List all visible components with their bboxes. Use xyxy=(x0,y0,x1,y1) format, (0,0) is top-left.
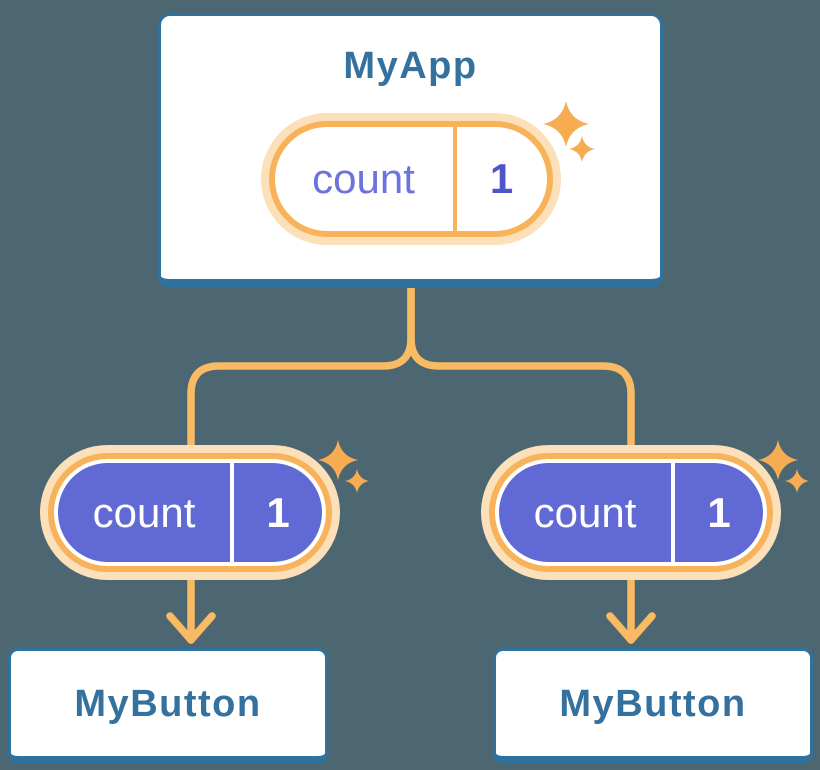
state-value-label: 1 xyxy=(266,488,290,536)
component-card-mybutton-left: MyButton xyxy=(8,648,328,763)
state-pill-divider xyxy=(230,463,234,562)
arrow-down-right-icon xyxy=(606,612,656,644)
state-pill-right-body: count 1 xyxy=(489,453,773,572)
state-pill-root-body: count 1 xyxy=(268,121,553,237)
state-value-label: 1 xyxy=(707,488,731,536)
state-value-label: 1 xyxy=(489,155,514,202)
state-pill-root: count 1 xyxy=(260,113,561,245)
sparkle-icon xyxy=(543,101,595,162)
state-pill-right-inner: count 1 xyxy=(499,463,763,562)
state-name-label: count xyxy=(92,488,196,536)
arrow-down-left-icon xyxy=(166,612,216,644)
state-pill-right-child: count 1 xyxy=(481,445,781,580)
connector-right-branch xyxy=(407,276,635,644)
sparkle-icon xyxy=(758,440,809,493)
state-pill-divider xyxy=(671,463,675,562)
sparkle-icon xyxy=(318,440,369,493)
component-title-myapp: MyApp xyxy=(343,45,478,87)
component-card-myapp: MyApp count 1 xyxy=(158,13,663,288)
component-card-mybutton-right: MyButton xyxy=(493,648,813,763)
state-name-label: count xyxy=(312,155,415,202)
state-pill-divider xyxy=(452,127,457,231)
state-pill-left-inner: count 1 xyxy=(58,463,322,562)
state-pill-left-body: count 1 xyxy=(48,453,332,572)
state-name-label: count xyxy=(533,488,637,536)
component-title-mybutton-left: MyButton xyxy=(74,682,262,725)
component-title-mybutton-right: MyButton xyxy=(559,682,747,725)
state-pill-left-child: count 1 xyxy=(40,445,340,580)
